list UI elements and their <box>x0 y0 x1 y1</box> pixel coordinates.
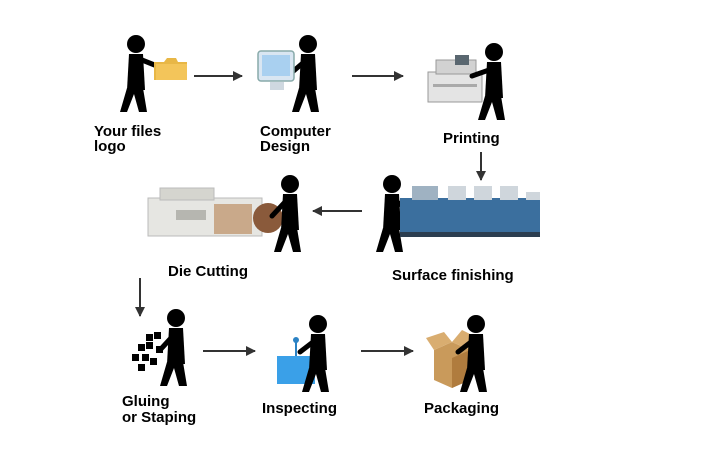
step-die-cutting <box>147 175 301 252</box>
person-figure-8 <box>455 315 487 392</box>
step-packaging <box>426 315 487 392</box>
printing-press-machine-icon <box>400 186 540 237</box>
step-label-die-cutting: Die Cutting <box>168 263 248 280</box>
computer-monitor-icon <box>257 50 295 90</box>
die-cutting-machine-icon <box>147 187 283 237</box>
step-printing <box>427 43 505 120</box>
step-label-gluing: Gluing or Staping <box>122 393 197 426</box>
step-label-packaging: Packaging <box>424 400 500 417</box>
office-printer-icon <box>427 55 483 103</box>
step-computer-design <box>257 35 319 112</box>
person-figure-3 <box>469 43 505 120</box>
step-label-printing: Printing <box>443 130 500 147</box>
folder-icon <box>154 58 187 80</box>
step-gluing <box>132 309 187 386</box>
step-label-your-files: Your files logo <box>94 123 162 155</box>
step-inspecting <box>277 315 329 392</box>
step-surface-finishing <box>376 175 540 252</box>
person-figure-6 <box>157 309 187 386</box>
step-label-surface-finishing: Surface finishing <box>392 267 514 284</box>
person-figure-7 <box>297 315 329 392</box>
step-label-inspecting: Inspecting <box>262 400 338 417</box>
person-figure-5 <box>269 175 301 252</box>
step-your-files <box>120 35 187 112</box>
step-label-computer-design: Computer Design <box>260 123 331 155</box>
